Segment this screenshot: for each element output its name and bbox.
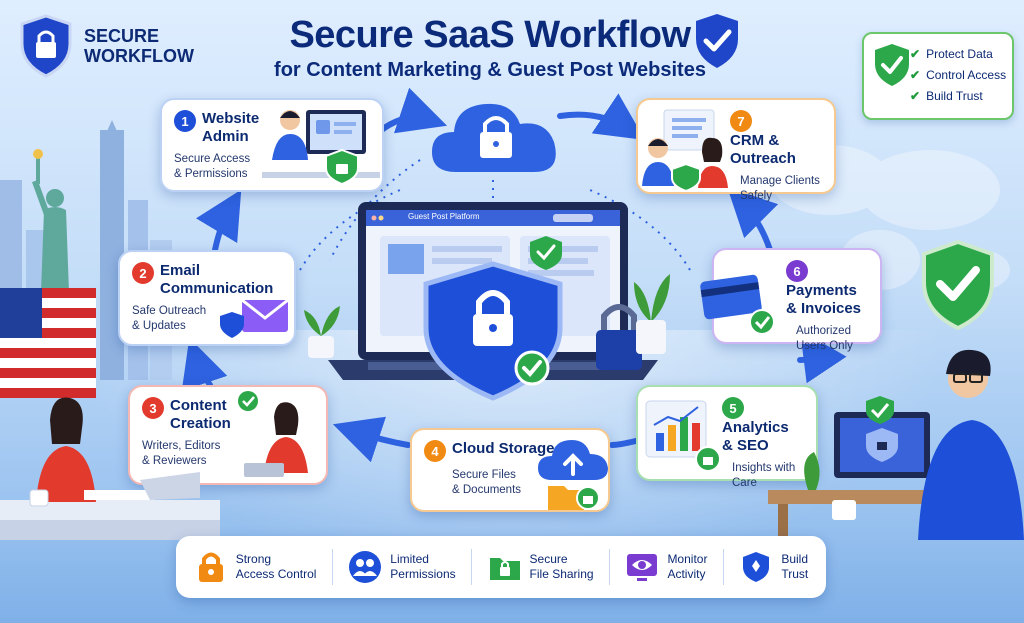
crm-people-illustration: [642, 109, 728, 192]
cloud-upload-folder-icon: [538, 440, 608, 510]
step-title-line1: Cloud Storage: [452, 440, 555, 457]
step-card-cloud-storage[interactable]: 4 Cloud Storage Secure Files & Documents: [410, 428, 610, 512]
step-number: 6: [786, 260, 808, 282]
email-envelope-icon: [220, 298, 289, 338]
secure-folder-icon: [489, 558, 520, 580]
step-title-line1: Payments: [786, 282, 857, 299]
green-shield-check-icon: [875, 44, 909, 86]
shield-lock-icon: [20, 14, 72, 78]
step-desc-line2: & Permissions: [174, 168, 248, 180]
brand-logo: SECURE WORKFLOW: [18, 14, 194, 78]
benefit-item: ✔Build Trust: [910, 89, 983, 103]
step-desc-line2: Users Only: [796, 340, 853, 352]
woman-writing-illustration: [0, 397, 220, 540]
eye-icon: [627, 554, 658, 581]
check-icon: ✔: [910, 47, 921, 61]
feature-build-trust: Build Trust: [739, 550, 808, 584]
step-title-line2: & Invoices: [786, 300, 862, 317]
step-title-line1: Content: [170, 397, 227, 414]
benefit-item: ✔Protect Data: [910, 47, 993, 61]
page-title-block: Secure SaaS Workflow for Content Marketi…: [230, 14, 750, 82]
step-number: 2: [132, 262, 154, 284]
credit-card-icon: [700, 274, 775, 335]
feature-monitor-activity: Monitor Activity: [625, 550, 707, 584]
page-title: Secure SaaS Workflow: [289, 14, 691, 56]
page-subtitle: for Content Marketing & Guest Post Websi…: [274, 59, 706, 81]
step-desc-line1: Secure Files: [452, 469, 516, 481]
step-title-line2: Creation: [170, 415, 231, 432]
step-number: 3: [142, 397, 164, 419]
cloud-lock-icon: [432, 103, 556, 172]
step-title-line1: Analytics: [722, 419, 789, 436]
benefit-item: ✔Control Access: [910, 68, 1007, 82]
divider: [722, 549, 724, 585]
check-icon: ✔: [910, 68, 921, 82]
analytics-chart-icon: [645, 400, 721, 472]
step-title-line2: Communication: [160, 280, 274, 297]
step-title-line1: CRM &: [730, 132, 780, 149]
large-green-shield-icon: [922, 240, 994, 330]
step-desc-line1: Authorized: [796, 325, 851, 337]
writer-person-illustration: [238, 391, 308, 477]
step-desc-line2: Care: [732, 477, 757, 489]
step-desc-line2: & Updates: [132, 320, 186, 332]
plant-illustration: [304, 306, 340, 358]
users-icon: [349, 551, 382, 583]
step-desc-line2: & Reviewers: [142, 455, 207, 467]
shield-check-icon: [696, 14, 738, 68]
benefits-panel: ✔Protect Data ✔Control Access ✔Build Tru…: [862, 32, 1014, 120]
security-features-bar: Strong Access Control Limited Permission…: [176, 536, 826, 598]
divider: [609, 549, 610, 585]
step-number: 1: [174, 110, 196, 132]
step-title-line2: & SEO: [722, 437, 769, 454]
us-flag-illustration: [0, 288, 96, 398]
step-title-line2: Admin: [202, 128, 249, 145]
step-desc-line1: Writers, Editors: [142, 440, 221, 452]
platform-window-title: Guest Post Platform: [408, 212, 480, 221]
brand-line2: WORKFLOW: [84, 46, 194, 66]
step-desc-line1: Insights with: [732, 462, 796, 474]
lock-icon: [198, 552, 223, 582]
divider: [331, 549, 333, 585]
step-number: 7: [730, 110, 752, 132]
plant-illustration: [634, 274, 670, 354]
divider: [471, 549, 473, 585]
man-at-computer-illustration: [768, 349, 1024, 540]
check-icon: ✔: [910, 89, 921, 103]
step-desc-line2: Safely: [740, 190, 772, 202]
step-desc-line1: Manage Clients: [740, 175, 820, 187]
feature-limited-permissions: Limited Permissions: [348, 550, 456, 584]
step-desc-line1: Secure Access: [174, 153, 251, 165]
step-desc-line2: & Documents: [452, 484, 522, 496]
step-number: 4: [424, 440, 446, 462]
admin-person-illustration: [262, 110, 380, 186]
step-desc-line1: Safe Outreach: [132, 305, 207, 317]
brand-line1: SECURE: [84, 26, 160, 46]
feature-secure-file-sharing: Secure File Sharing: [488, 550, 594, 584]
laptop-platform-illustration: [328, 202, 658, 401]
step-title-line1: Email: [160, 262, 201, 279]
shield-icon: [743, 552, 770, 582]
step-title-line2: Outreach: [730, 150, 796, 167]
feature-strong-access-control: Strong Access Control: [194, 550, 316, 584]
step-number: 5: [722, 397, 744, 419]
step-title-line1: Website: [202, 110, 260, 127]
